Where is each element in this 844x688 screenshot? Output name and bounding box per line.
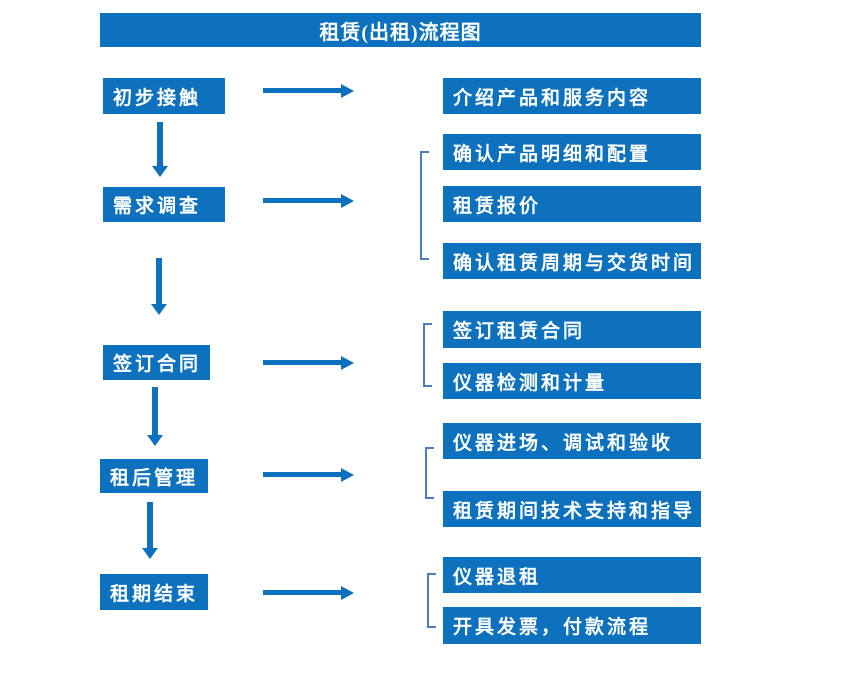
down-arrow-icon (156, 258, 162, 304)
group-bracket (427, 573, 436, 628)
down-arrow-icon (157, 122, 163, 166)
right-arrow-icon (263, 360, 341, 365)
right-arrow-icon (263, 88, 341, 93)
down-arrow-icon (147, 502, 153, 548)
detail-box-rental-quote: 租赁报价 (443, 186, 701, 222)
group-bracket (420, 151, 429, 260)
step-box-post-rental-management: 租后管理 (100, 459, 208, 493)
right-arrow-icon (263, 590, 341, 595)
detail-box-confirm-product-details-config: 确认产品明细和配置 (443, 134, 701, 170)
detail-box-confirm-rental-period-delivery: 确认租赁周期与交货时间 (443, 243, 701, 279)
detail-box-introduce-products-services: 介绍产品和服务内容 (443, 78, 701, 114)
flowchart-title: 租赁(出租)流程图 (100, 13, 701, 47)
detail-box-sign-rental-contract: 签订租赁合同 (443, 311, 701, 348)
detail-box-instrument-return: 仪器退租 (443, 557, 701, 593)
group-bracket (423, 323, 432, 387)
detail-box-instrument-entry-debug-acceptance: 仪器进场、调试和验收 (443, 423, 701, 459)
right-arrow-icon (263, 198, 341, 203)
right-arrow-icon (263, 472, 341, 477)
step-box-initial-contact: 初步接触 (103, 78, 225, 114)
step-box-demand-survey: 需求调查 (103, 187, 225, 222)
down-arrow-icon (152, 387, 158, 435)
step-box-sign-contract: 签订合同 (103, 345, 210, 380)
detail-box-rental-period-tech-support: 租赁期间技术支持和指导 (443, 491, 701, 527)
step-box-rental-end: 租期结束 (100, 574, 208, 610)
detail-box-invoice-payment-process: 开具发票，付款流程 (443, 607, 701, 644)
detail-box-instrument-inspection-metering: 仪器检测和计量 (443, 363, 701, 399)
group-bracket (425, 447, 434, 499)
